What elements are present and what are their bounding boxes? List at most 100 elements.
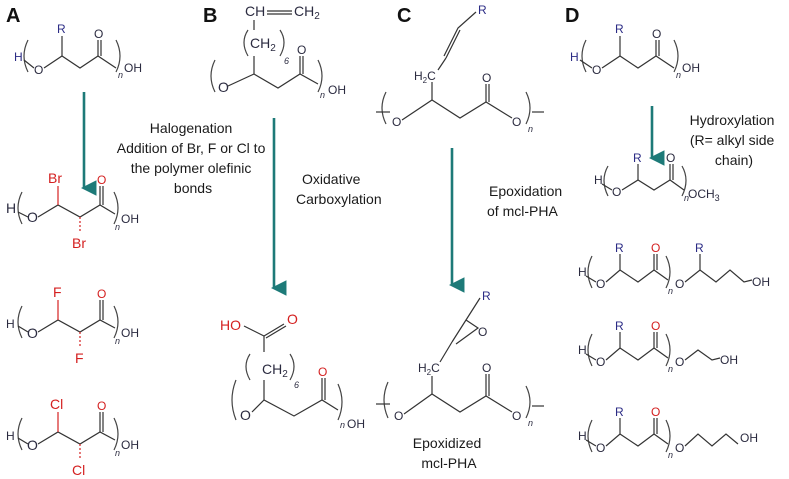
svg-text:H: H <box>578 343 587 357</box>
panel-letter-a: A <box>6 5 20 27</box>
h2c-c2: H2C <box>418 361 440 377</box>
svg-text:O: O <box>666 151 675 165</box>
caption-c: Epoxidation of mcl-PHA <box>487 183 566 219</box>
svg-text:OH: OH <box>682 61 700 75</box>
svg-text:H: H <box>14 50 23 64</box>
svg-text:n: n <box>668 364 673 374</box>
svg-text:R: R <box>482 289 491 303</box>
svg-text:OH: OH <box>720 353 738 367</box>
panel-a: A H O R O n OH Halogenation Addition of … <box>6 5 270 478</box>
pha-structure-a-top: H O R O n OH <box>14 22 142 80</box>
svg-text:R: R <box>633 151 642 165</box>
svg-text:OH: OH <box>752 275 770 289</box>
pha-structure-epoxide: R O H2C O O O n <box>376 289 544 428</box>
svg-text:n: n <box>118 70 123 80</box>
pha-structure-b-top: CH CH2 CH2 6 O O n OH <box>210 3 346 100</box>
svg-text:HO: HO <box>220 317 241 333</box>
svg-text:OH: OH <box>124 61 142 75</box>
svg-text:n: n <box>668 450 673 460</box>
svg-text:O: O <box>675 355 684 369</box>
svg-text:O: O <box>287 311 298 327</box>
svg-text:n: n <box>676 70 681 80</box>
svg-text:Cl: Cl <box>72 462 85 478</box>
och3: OCH3 <box>688 187 720 203</box>
h2c-c: H2C <box>414 69 436 85</box>
pha-structure-ethyleneglycol-ester: H O R O n O OH <box>578 319 738 374</box>
pha-structure-butanediol-ester: H O R O n O R OH <box>578 241 770 296</box>
svg-text:R: R <box>695 241 704 255</box>
svg-text:n: n <box>320 90 325 100</box>
svg-text:O: O <box>94 27 103 41</box>
svg-text:R: R <box>615 405 624 419</box>
svg-text:6: 6 <box>284 56 289 66</box>
svg-text:R: R <box>615 22 624 36</box>
ch2-chain-b2: CH2 <box>262 361 288 380</box>
svg-text:OH: OH <box>347 417 365 431</box>
panel-letter-c: C <box>397 5 411 27</box>
svg-text:OH: OH <box>328 83 346 97</box>
svg-text:n: n <box>115 336 120 346</box>
caption-b: Oxidative Carboxylation <box>296 171 382 207</box>
svg-text:O: O <box>612 185 621 199</box>
svg-text:F: F <box>53 284 62 300</box>
svg-text:R: R <box>615 241 624 255</box>
svg-text:O: O <box>651 405 660 419</box>
svg-text:OH: OH <box>121 212 139 226</box>
svg-text:OH: OH <box>740 431 758 445</box>
svg-text:Br: Br <box>72 235 86 251</box>
svg-text:O: O <box>97 173 106 187</box>
svg-text:O: O <box>394 409 403 423</box>
svg-text:Br: Br <box>48 170 62 186</box>
svg-text:O: O <box>512 115 521 129</box>
svg-text:O: O <box>27 437 38 453</box>
panel-d: D H O R O n OH Hydroxylation (R= alkyl s… <box>565 5 779 460</box>
svg-text:H: H <box>578 429 587 443</box>
svg-text:O: O <box>596 355 605 369</box>
svg-text:O: O <box>596 441 605 455</box>
svg-text:n: n <box>340 420 345 430</box>
panel-letter-d: D <box>565 5 579 27</box>
svg-text:H: H <box>6 429 15 443</box>
svg-text:O: O <box>651 319 660 333</box>
pha-structure-methyl-ester: H O R O n OCH3 <box>594 151 720 203</box>
svg-text:O: O <box>478 325 487 339</box>
svg-text:n: n <box>668 286 673 296</box>
svg-text:O: O <box>596 277 605 291</box>
pha-structure-fluoro: H O F F O n OH <box>6 284 139 366</box>
svg-text:H: H <box>578 265 587 279</box>
ch2-chain-b: CH2 <box>250 35 276 54</box>
svg-text:O: O <box>34 63 43 77</box>
svg-text:OH: OH <box>121 326 139 340</box>
svg-text:O: O <box>27 325 38 341</box>
vinyl-ch2: CH2 <box>294 3 320 22</box>
panel-c: C R H2C O O O n Epoxidation of mcl-PHA R <box>376 3 566 471</box>
pha-structure-propanediol-ester: H O R O n O OH <box>578 405 758 460</box>
svg-text:O: O <box>218 79 229 95</box>
svg-text:O: O <box>297 43 306 57</box>
svg-text:F: F <box>75 350 84 366</box>
svg-text:O: O <box>651 241 660 255</box>
svg-text:OH: OH <box>121 438 139 452</box>
svg-text:O: O <box>482 361 491 375</box>
svg-text:O: O <box>318 365 327 379</box>
svg-text:H: H <box>6 317 15 331</box>
caption-a: Halogenation Addition of Br, F or Cl to … <box>117 120 270 196</box>
svg-text:Cl: Cl <box>50 396 63 412</box>
svg-text:CH: CH <box>245 3 265 19</box>
pha-structure-bromo: H O Br Br O n OH <box>6 170 139 251</box>
svg-text:R: R <box>57 22 66 36</box>
svg-text:O: O <box>97 399 106 413</box>
svg-text:H: H <box>594 173 603 187</box>
svg-text:O: O <box>482 71 491 85</box>
svg-text:n: n <box>528 124 533 134</box>
svg-text:O: O <box>27 209 38 225</box>
svg-text:R: R <box>478 3 487 17</box>
svg-text:H: H <box>570 50 579 64</box>
pha-structure-carboxyl: HO O CH2 6 O O n OH <box>220 311 365 431</box>
svg-text:O: O <box>592 63 601 77</box>
caption-d: Hydroxylation (R= alkyl side chain) <box>690 112 779 168</box>
svg-text:6: 6 <box>294 380 299 390</box>
panel-b: B CH CH2 CH2 6 O O n OH Oxid <box>203 3 382 431</box>
caption-c-product: Epoxidized mcl-PHA <box>413 435 485 471</box>
svg-text:R: R <box>615 319 624 333</box>
